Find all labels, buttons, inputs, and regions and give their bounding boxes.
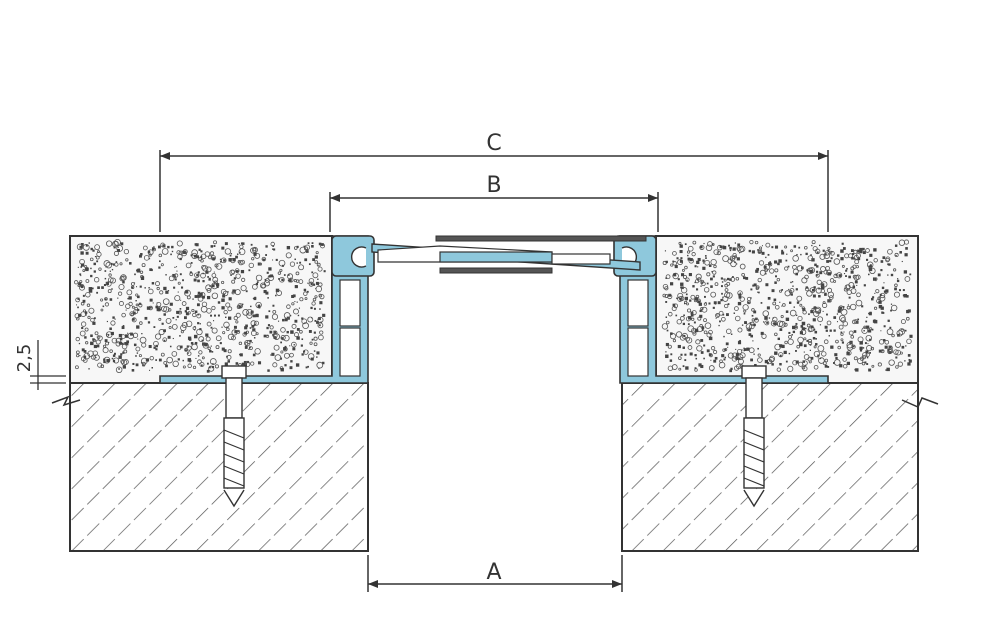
substrate-left (69, 382, 369, 552)
break-mark-right (901, 397, 939, 408)
dimension-b: B (329, 173, 659, 232)
dimension-offset: 2,5 (14, 340, 66, 390)
screed-left (69, 235, 333, 384)
label-a: A (486, 560, 501, 585)
label-offset: 2,5 (14, 344, 35, 373)
label-b: B (486, 173, 501, 198)
label-c: C (486, 131, 501, 156)
screed-right (655, 235, 919, 384)
dimension-c: C (159, 131, 829, 232)
substrate-right (621, 382, 919, 552)
break-mark-left (51, 395, 81, 407)
anchor-left (221, 365, 247, 508)
anchor-right (741, 365, 767, 508)
dimension-a: A (367, 555, 623, 592)
joint-profile (159, 235, 829, 384)
